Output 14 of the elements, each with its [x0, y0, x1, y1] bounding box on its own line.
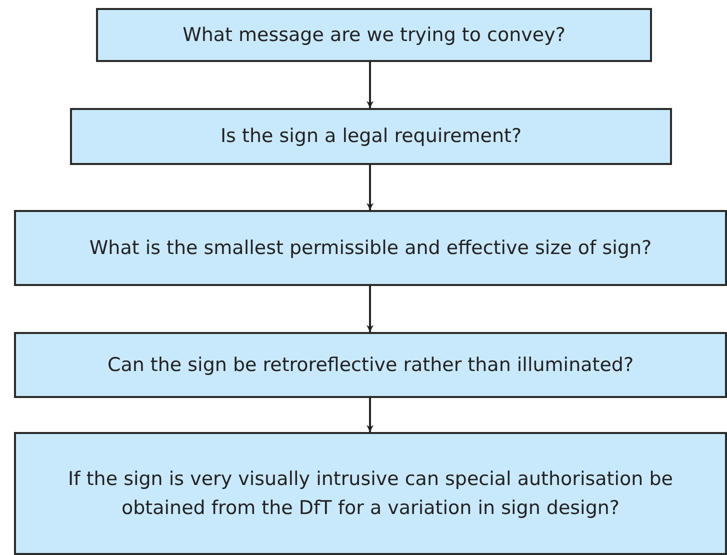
arrow	[366, 62, 374, 108]
process-box	[14, 432, 727, 555]
box-text: Can the sign be retroreflective rather than illuminated?	[107, 352, 634, 378]
process-box	[14, 210, 727, 286]
arrow	[366, 165, 374, 210]
arrow	[366, 398, 374, 432]
box-text: What message are we trying to convey?	[182, 22, 566, 48]
arrow	[366, 286, 374, 332]
process-box	[96, 8, 652, 62]
process-box	[14, 332, 727, 398]
box-text: If the sign is very visually intrusive can special authorisation be obtained from the DfT for a variation in sign design?	[67, 466, 674, 520]
box-text: Is the sign a legal requirement?	[220, 124, 522, 149]
process-box	[70, 108, 672, 165]
box-text: What is the smallest permissible and effective size of sign?	[89, 236, 652, 260]
